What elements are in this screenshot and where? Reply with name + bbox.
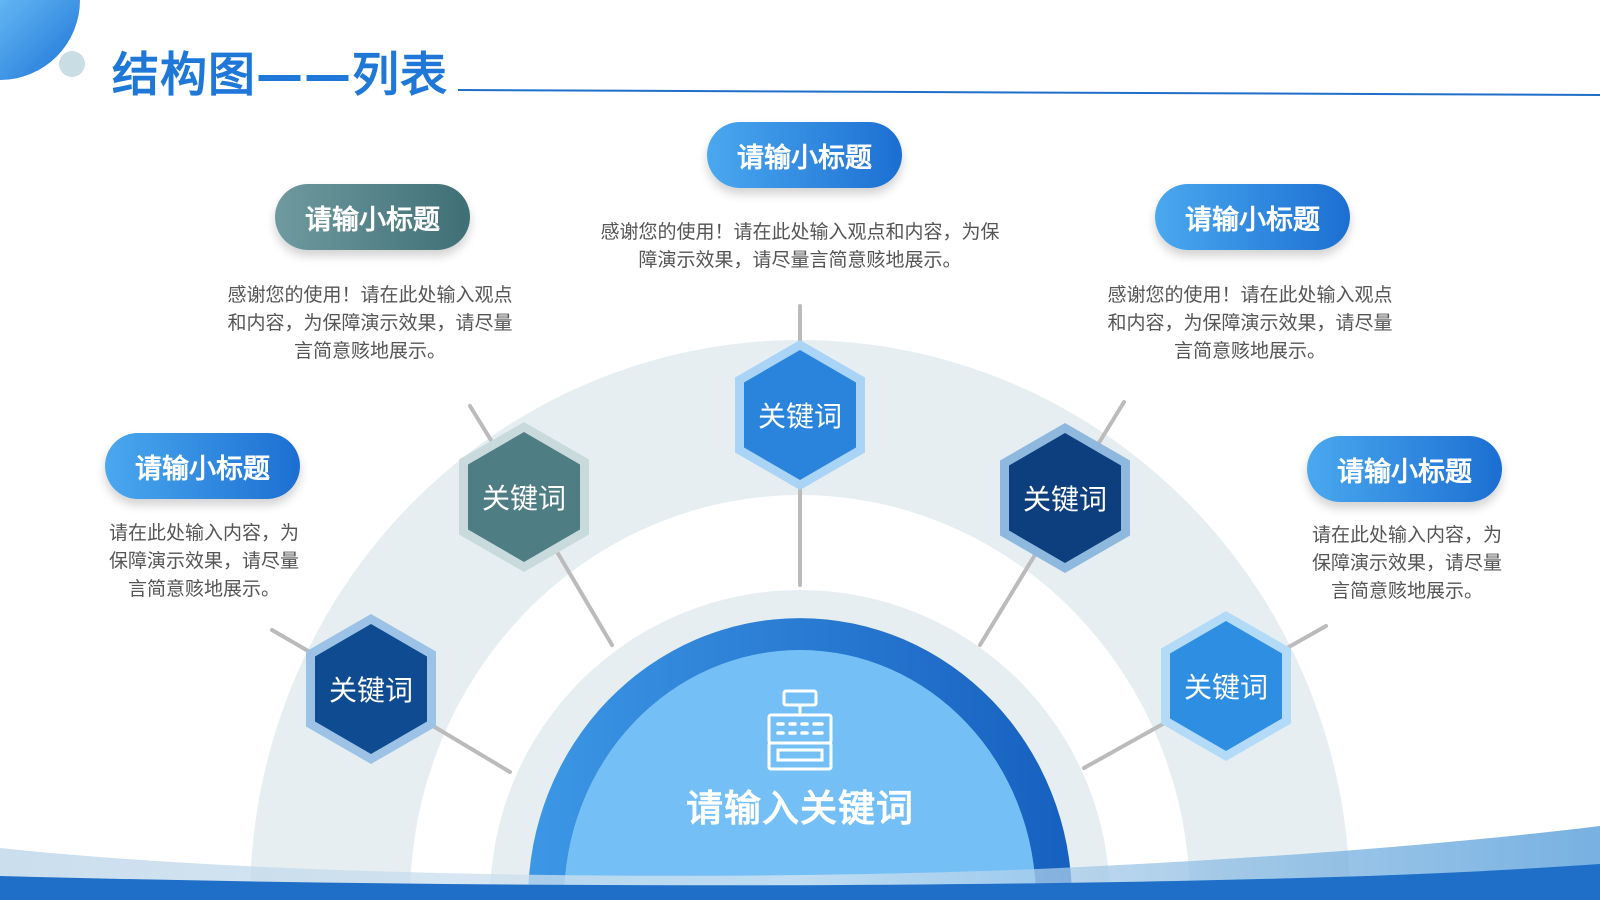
title-dot-icon (59, 51, 85, 77)
title-underline (457, 89, 1600, 96)
description-3-line-1: 感谢您的使用！请在此处输入观点和内容，为保 (600, 221, 1000, 243)
description-5-line-3: 言简意赅地展示。 (1330, 580, 1483, 602)
cash-register-icon (767, 689, 833, 771)
keyword-label-2: 关键词 (481, 482, 566, 515)
keyword-label-4: 关键词 (1022, 483, 1107, 516)
keyword-hexagon-2: 关键词 (459, 422, 589, 572)
subtitle-pill-2: 请输小标题 (275, 184, 470, 250)
keyword-hexagon-4: 关键词 (1000, 423, 1130, 573)
description-4-line-1: 感谢您的使用！请在此处输入观点 (1107, 284, 1393, 306)
description-2-line-1: 感谢您的使用！请在此处输入观点 (227, 284, 513, 306)
description-2-line-3: 言简意赅地展示。 (293, 340, 446, 362)
subtitle-pill-1: 请输小标题 (105, 433, 300, 499)
page-title: 结构图——列表 (112, 48, 448, 103)
corner-decoration-shape (0, 0, 80, 80)
bottom-wave-dark (0, 864, 1600, 900)
keyword-hexagon-5: 关键词 (1161, 611, 1291, 761)
keyword-hexagon-1: 关键词 (306, 614, 436, 764)
description-1: 请在此处输入内容，为 保障演示效果，请尽量 言简意赅地展示。 (60, 519, 348, 603)
description-1-line-2: 保障演示效果，请尽量 (108, 550, 299, 572)
center-keyword-label: 请输入关键词 (686, 787, 914, 830)
keyword-label-1: 关键词 (328, 674, 413, 707)
center-disc (564, 650, 1036, 900)
description-5-line-1: 请在此处输入内容，为 (1311, 524, 1502, 546)
keyword-hexagon-3: 关键词 (735, 340, 865, 490)
description-4: 感谢您的使用！请在此处输入观点 和内容，为保障演示效果，请尽量 言简意赅地展示。 (1075, 281, 1425, 365)
subtitle-pill-4: 请输小标题 (1155, 184, 1350, 250)
description-2: 感谢您的使用！请在此处输入观点 和内容，为保障演示效果，请尽量 言简意赅地展示。 (195, 281, 545, 365)
keyword-label-3: 关键词 (757, 400, 842, 433)
description-4-line-2: 和内容，为保障演示效果，请尽量 (1107, 312, 1393, 334)
description-3: 感谢您的使用！请在此处输入观点和内容，为保 障演示效果，请尽量言简意赅地展示。 (540, 218, 1060, 274)
description-5: 请在此处输入内容，为 保障演示效果，请尽量 言简意赅地展示。 (1263, 521, 1551, 605)
subtitle-pill-3: 请输小标题 (707, 122, 902, 188)
description-1-line-1: 请在此处输入内容，为 (108, 522, 299, 544)
subtitle-pill-5: 请输小标题 (1307, 436, 1502, 502)
description-5-line-2: 保障演示效果，请尽量 (1311, 552, 1502, 574)
description-3-line-2: 障演示效果，请尽量言简意赅地展示。 (638, 249, 962, 271)
keyword-label-5: 关键词 (1183, 671, 1268, 704)
description-1-line-3: 言简意赅地展示。 (127, 578, 280, 600)
description-2-line-2: 和内容，为保障演示效果，请尽量 (227, 312, 513, 334)
description-4-line-3: 言简意赅地展示。 (1173, 340, 1326, 362)
